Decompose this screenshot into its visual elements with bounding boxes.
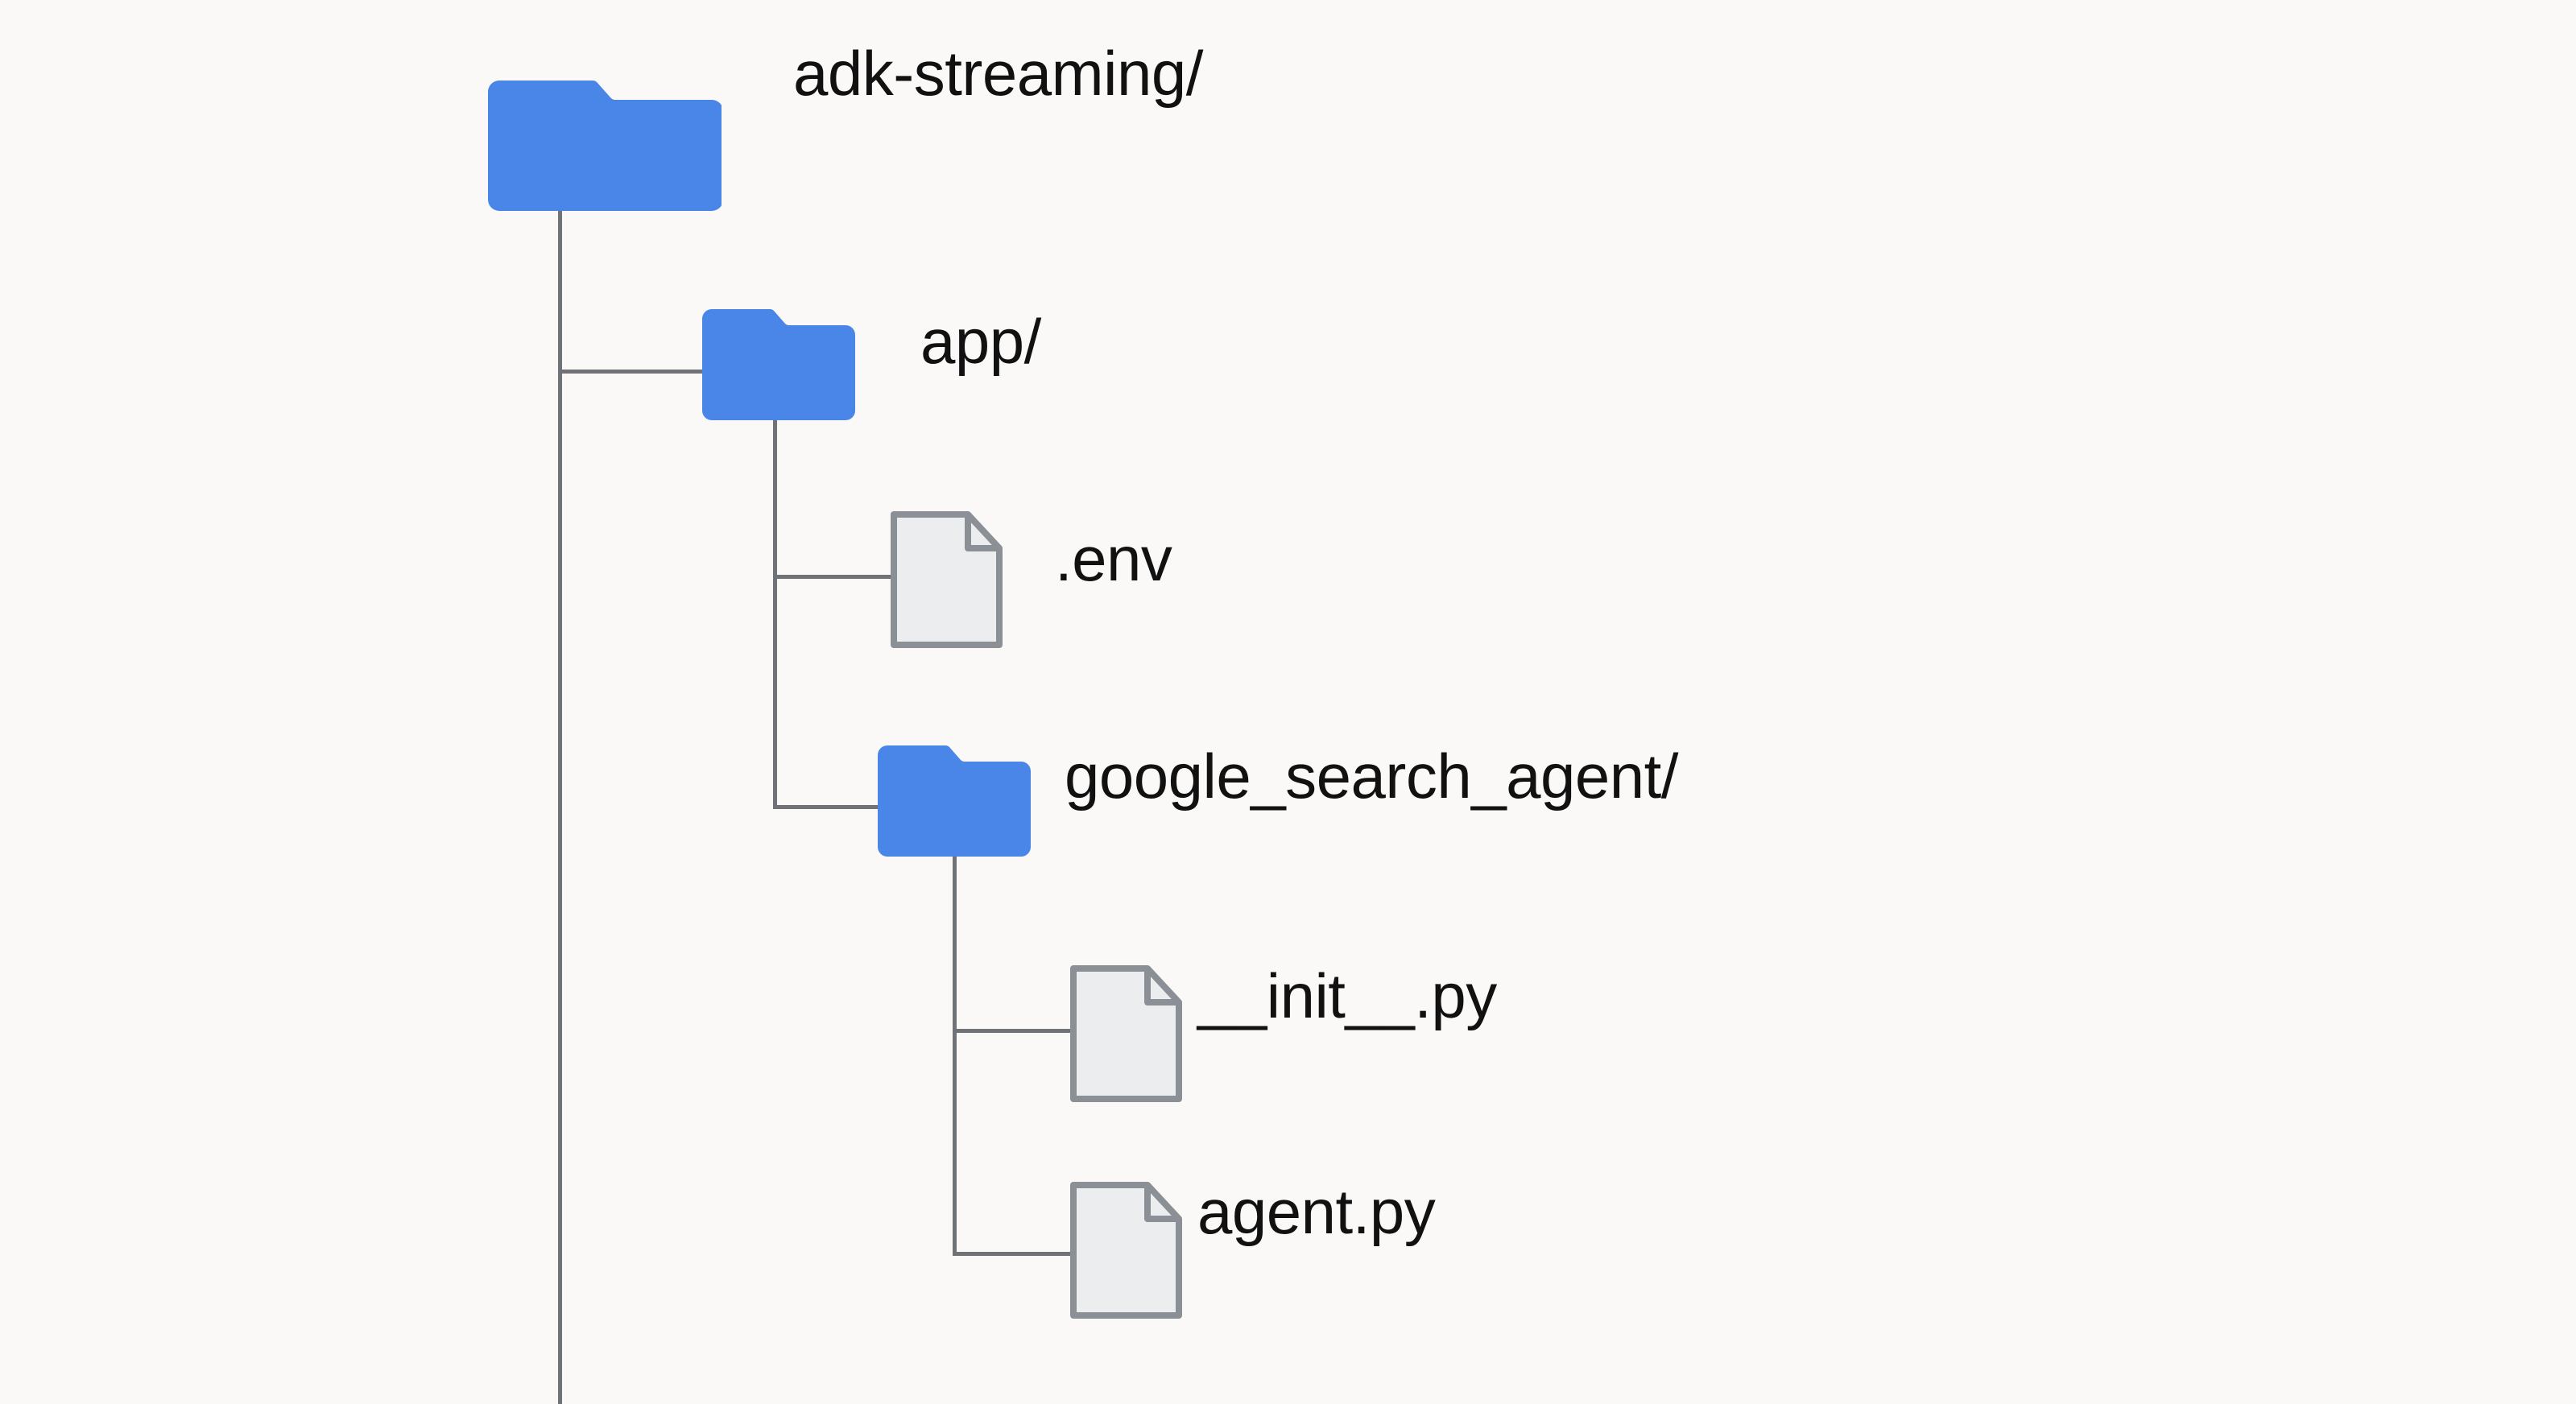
node-label-env: .env — [1055, 523, 1172, 594]
folder-icon — [878, 745, 1031, 857]
folder-icon — [488, 81, 722, 211]
file-icon — [1070, 1182, 1182, 1319]
folder-icon-google-search-agent[interactable] — [878, 741, 1031, 857]
folder-icon — [702, 308, 855, 420]
connector-root-to-app — [558, 370, 707, 374]
connector-root-trunk — [558, 208, 562, 1404]
connector-gsa-to-agent-py — [953, 1252, 1075, 1256]
node-label-init-py: __init__.py — [1197, 960, 1497, 1031]
connector-app-trunk — [773, 418, 777, 809]
connector-gsa-to-init-py — [953, 1029, 1075, 1033]
folder-icon-adk-streaming[interactable] — [488, 74, 722, 213]
connector-app-to-env — [773, 575, 895, 579]
file-icon-env[interactable] — [890, 510, 1011, 649]
file-icon — [891, 511, 1003, 648]
connector-gsa-trunk — [953, 853, 957, 1256]
file-icon-agent-py[interactable] — [1069, 1181, 1190, 1319]
connector-app-to-google-search-agent — [773, 805, 895, 809]
node-label-app: app/ — [920, 306, 1041, 377]
node-label-adk-streaming: adk-streaming/ — [793, 38, 1203, 109]
node-label-agent-py: agent.py — [1197, 1176, 1436, 1247]
folder-icon-app[interactable] — [702, 304, 855, 421]
file-icon — [1070, 965, 1182, 1102]
node-label-google-search-agent: google_search_agent/ — [1065, 741, 1678, 811]
file-icon-init-py[interactable] — [1069, 964, 1190, 1103]
